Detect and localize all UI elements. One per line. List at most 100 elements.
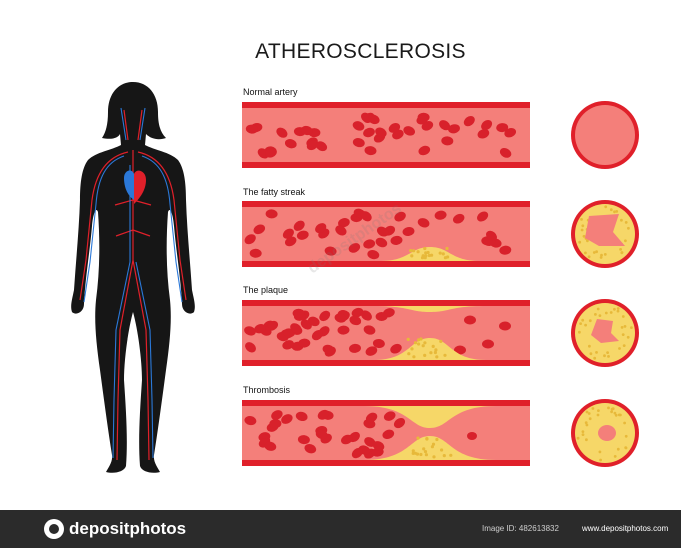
plaque-particle — [414, 452, 417, 455]
plaque-particle — [613, 308, 616, 311]
artery-sections — [242, 102, 530, 466]
artery-wall-top — [242, 102, 530, 108]
plaque-particle — [443, 354, 446, 357]
plaque-particle — [580, 218, 583, 221]
body-silhouette — [71, 82, 195, 473]
plaque-particle — [588, 345, 591, 348]
plaque-particle — [425, 437, 428, 440]
plaque-particle — [599, 459, 602, 462]
plaque-particle — [444, 256, 447, 259]
plaque-particle — [417, 250, 420, 253]
plaque-particle — [435, 355, 438, 358]
plaque-particle — [603, 354, 606, 357]
plaque-particle — [430, 254, 433, 257]
footer-logo[interactable]: depositphotos — [44, 519, 186, 539]
artery-wall-bottom — [242, 261, 530, 267]
plaque-particle — [416, 437, 419, 440]
plaque-particle — [610, 311, 613, 314]
artery-cross-sections — [571, 101, 639, 467]
plaque-particle — [440, 448, 443, 451]
plaque-particle — [582, 430, 585, 433]
plaque-particle — [599, 451, 602, 454]
plaque-particle — [581, 229, 584, 232]
artery-wall-bottom — [242, 460, 530, 466]
plaque-particle — [589, 319, 592, 322]
blood-cell — [467, 432, 477, 440]
cross-section — [571, 200, 639, 268]
artery-tube — [242, 300, 530, 366]
plaque-particle — [617, 307, 620, 310]
artery-tube — [242, 102, 530, 168]
plaque-particle — [422, 344, 425, 347]
artery-tube — [242, 201, 530, 267]
plaque-particle — [617, 448, 620, 451]
plaque-particle — [592, 407, 595, 410]
plaque-particle — [594, 313, 597, 316]
plaque-particle — [449, 454, 452, 457]
plaque-particle — [597, 308, 600, 311]
plaque-particle — [620, 219, 623, 222]
plaque-particle — [619, 248, 622, 251]
plaque-particle — [623, 422, 626, 425]
plaque-particle — [586, 424, 589, 427]
plaque-particle — [611, 408, 614, 411]
blood-cell — [464, 316, 476, 325]
plaque-particle — [582, 433, 585, 436]
artery-tube — [242, 400, 530, 466]
plaque-particle — [593, 251, 596, 254]
plaque-particle — [588, 255, 591, 258]
artery-wall-top — [242, 201, 530, 207]
stage-label-fatty-streak: The fatty streak — [243, 187, 305, 197]
plaque-particle — [581, 224, 584, 227]
human-body-figure — [71, 82, 195, 473]
artery-wall-top — [242, 300, 530, 306]
plaque-particle — [407, 338, 410, 341]
footer-bar: depositphotos Image ID: 482613832 www.de… — [0, 510, 681, 548]
plaque-particle — [422, 447, 425, 450]
cross-section-lumen — [598, 425, 616, 441]
site-link[interactable]: www.depositphotos.com — [582, 524, 668, 533]
plaque-particle — [432, 455, 435, 458]
plaque-particle — [622, 333, 625, 336]
stage-label-thrombosis: Thrombosis — [243, 385, 290, 395]
plaque-particle — [625, 221, 628, 224]
plaque-particle — [624, 239, 627, 242]
plaque-particle — [432, 443, 435, 446]
plaque-particle — [422, 254, 425, 257]
cross-section — [571, 299, 639, 367]
cross-section — [571, 101, 639, 169]
plaque-particle — [627, 227, 630, 230]
plaque-particle — [589, 417, 592, 420]
plaque-particle — [434, 348, 437, 351]
plaque-particle — [409, 249, 412, 252]
plaque-particle — [429, 351, 432, 354]
plaque-particle — [578, 241, 581, 244]
plaque-particle — [617, 310, 620, 313]
plaque-particle — [605, 312, 608, 315]
logo-icon — [44, 519, 64, 539]
plaque-particle — [588, 412, 591, 415]
plaque-particle — [599, 314, 602, 317]
plaque-particle — [581, 319, 584, 322]
plaque-particle — [412, 249, 415, 252]
plaque-particle — [584, 252, 587, 255]
plaque-particle — [597, 409, 600, 412]
plaque-particle — [614, 455, 617, 458]
plaque-particle — [423, 247, 426, 250]
plaque-particle — [579, 322, 582, 325]
plaque-particle — [606, 351, 609, 354]
plaque-particle — [618, 414, 621, 417]
logo-text: depositphotos — [69, 519, 186, 539]
stage-label-normal: Normal artery — [243, 87, 298, 97]
plaque-particle — [627, 336, 630, 339]
plaque-particle — [407, 352, 410, 355]
plaque-particle — [625, 447, 628, 450]
atherosclerosis-illustration — [0, 0, 681, 510]
plaque-particle — [445, 247, 448, 250]
plaque-particle — [610, 410, 613, 413]
plaque-particle — [618, 347, 621, 350]
plaque-particle — [442, 252, 445, 255]
blood-cell — [376, 312, 388, 321]
plaque-particle — [414, 341, 417, 344]
artery-wall-bottom — [242, 162, 530, 168]
